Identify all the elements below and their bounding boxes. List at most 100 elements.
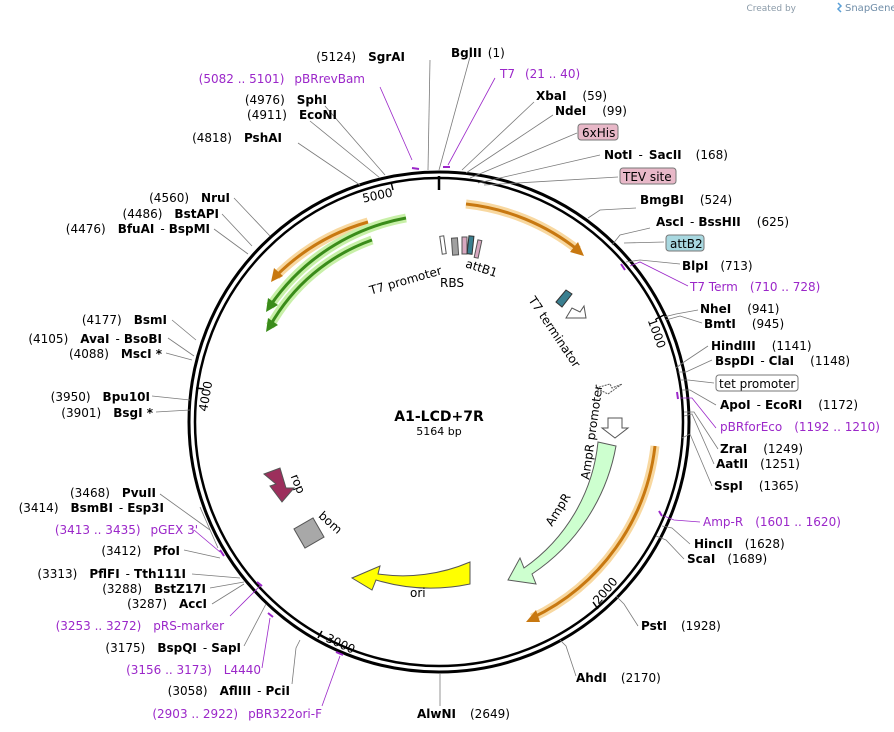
orf-right-arrowhead bbox=[526, 610, 540, 622]
green-feature-2-arrowhead bbox=[266, 318, 278, 332]
site-pstI: PstI(1928) bbox=[641, 619, 721, 633]
leader-tet bbox=[680, 379, 715, 384]
leader-sspI bbox=[681, 433, 713, 487]
feature-box-tev: TEV site bbox=[619, 167, 677, 185]
brand-created-by: Created by bbox=[746, 4, 796, 14]
tick-3000 bbox=[317, 630, 323, 639]
leader-xbaI bbox=[461, 101, 535, 171]
site-bfuAI: (4476)BfuAI-BspMI bbox=[66, 222, 210, 236]
rbs-feature bbox=[450, 237, 460, 256]
backbone-outer-ring bbox=[187, 170, 691, 674]
site-bmgBI: BmgBI(524) bbox=[640, 193, 732, 207]
site-labels-right: BglII(1) T7(21 .. 40) XbaI(59) NdeI(99) … bbox=[417, 46, 880, 721]
leader-aatII bbox=[683, 413, 715, 465]
tick-5000 bbox=[390, 181, 394, 191]
tick-1000 bbox=[655, 314, 665, 320]
leader-pbrrev bbox=[379, 86, 413, 161]
leader-bmtI bbox=[665, 315, 703, 324]
leader-nheI bbox=[663, 309, 699, 318]
site-ecoNI: (4911)EcoNI bbox=[247, 108, 337, 122]
leader-mscI bbox=[165, 352, 193, 361]
site-nheI: NheI(941) bbox=[700, 302, 779, 316]
site-bstZ17I: (3288)BstZ17I bbox=[102, 582, 206, 596]
leader-bsmI bbox=[171, 319, 197, 341]
leader-bspDI bbox=[678, 359, 713, 373]
site-nruI: (4560)NruI bbox=[149, 191, 230, 205]
orf-left-arrowhead bbox=[271, 268, 283, 282]
leader-bspQI bbox=[243, 603, 267, 647]
tick-label-4000: 4000 bbox=[196, 380, 215, 413]
leader-hindIII bbox=[675, 345, 709, 369]
orf-top-right-arrowhead bbox=[570, 242, 584, 256]
leader-lines bbox=[151, 56, 719, 707]
primer-mark-prs bbox=[256, 581, 263, 587]
ori-feature bbox=[350, 561, 471, 591]
primer-mark-l4440 bbox=[267, 612, 274, 618]
green-feature-1 bbox=[268, 216, 407, 307]
green-feature-1-arrowhead bbox=[266, 298, 278, 312]
label-attb1: attB1 bbox=[464, 257, 499, 280]
attb1-feature bbox=[466, 235, 475, 255]
site-bsgI: (3901)BsgI * bbox=[61, 406, 153, 420]
snapgene-logo-icon bbox=[836, 2, 843, 13]
site-pshAI: (4818)PshAI bbox=[192, 131, 282, 145]
tet-promoter-feature bbox=[594, 383, 623, 395]
site-labels-left: (2903 .. 2922)pBR322ori-F (3058)AflIII-P… bbox=[19, 50, 405, 721]
leader-sgrAI bbox=[427, 59, 431, 171]
site-aflIII: (3058)AflIII-PciI bbox=[168, 684, 290, 698]
primer-mark-ampr bbox=[658, 510, 663, 517]
label-rbs: RBS bbox=[440, 276, 464, 290]
site-pbr322-primer: (2903 .. 2922)pBR322ori-F bbox=[152, 707, 322, 721]
leader-t7 bbox=[447, 77, 496, 166]
leader-pgex bbox=[193, 529, 221, 553]
primer-mark-pbrforeco bbox=[676, 391, 679, 400]
plasmid-name: A1-LCD+7R bbox=[394, 409, 484, 425]
site-l4440-primer: (3156 .. 3173)L4440 bbox=[126, 663, 261, 677]
site-bmtI: BmtI(945) bbox=[704, 317, 784, 331]
tick-label-5000: 5000 bbox=[361, 185, 394, 205]
plasmid-size: 5164 bp bbox=[416, 425, 461, 438]
leader-bstZ17I bbox=[209, 581, 245, 589]
site-ahdI: AhdI(2170) bbox=[576, 671, 661, 685]
feature-box-attb2: attB2 bbox=[665, 234, 705, 252]
orf-left bbox=[274, 220, 369, 278]
leader-pflFI bbox=[191, 573, 241, 579]
site-aatII: AatII(1251) bbox=[716, 457, 800, 471]
site-pflFI: (3313)PflFI-Tth111I bbox=[37, 567, 186, 581]
site-notI: NotI-SacII(168) bbox=[604, 148, 728, 162]
leader-pbrforeco bbox=[680, 397, 717, 429]
leader-aflIII bbox=[291, 639, 301, 685]
site-bstAPI: (4486)BstAPI bbox=[123, 207, 219, 221]
feature-box-tet: tet promoter bbox=[715, 374, 799, 392]
green-feature-2 bbox=[268, 238, 373, 327]
leader-ampr-primer bbox=[663, 515, 701, 523]
leader-nruI bbox=[233, 197, 271, 237]
leader-bstAPI bbox=[221, 213, 253, 247]
brand-name: SnapGene bbox=[845, 3, 894, 14]
attb2-feature bbox=[555, 289, 573, 308]
leader-bglII bbox=[438, 56, 471, 171]
t7-terminator-feature bbox=[565, 304, 587, 319]
leader-ahdI bbox=[559, 639, 577, 677]
leader-zraI bbox=[684, 411, 719, 450]
site-bpu10I: (3950)Bpu10I bbox=[51, 390, 150, 404]
site-xbaI: XbaI(59) bbox=[536, 89, 607, 103]
leader-ecoNI bbox=[309, 120, 381, 179]
leader-apoI bbox=[682, 389, 717, 406]
site-hincII: HincII(1628) bbox=[694, 537, 785, 551]
ampr-feature bbox=[507, 441, 617, 585]
leader-ndeI bbox=[465, 114, 554, 174]
site-sphI: (4976)SphI bbox=[245, 93, 327, 107]
rop-feature bbox=[263, 467, 296, 503]
site-accI: (3287)AccI bbox=[127, 597, 207, 611]
his-tag-feature bbox=[461, 236, 468, 255]
leader-tev bbox=[483, 176, 619, 186]
leader-bfuAI bbox=[213, 228, 249, 255]
site-avaI: (4105)AvaI-BsoBI bbox=[28, 332, 162, 346]
leader-bmgBI bbox=[587, 207, 637, 219]
site-pbrforeco-primer: pBRforEco(1192 .. 1210) bbox=[720, 420, 880, 434]
site-ndeI: NdeI(99) bbox=[555, 104, 627, 118]
label-t7-promoter: T7 promoter bbox=[367, 263, 443, 297]
backbone bbox=[187, 170, 691, 674]
